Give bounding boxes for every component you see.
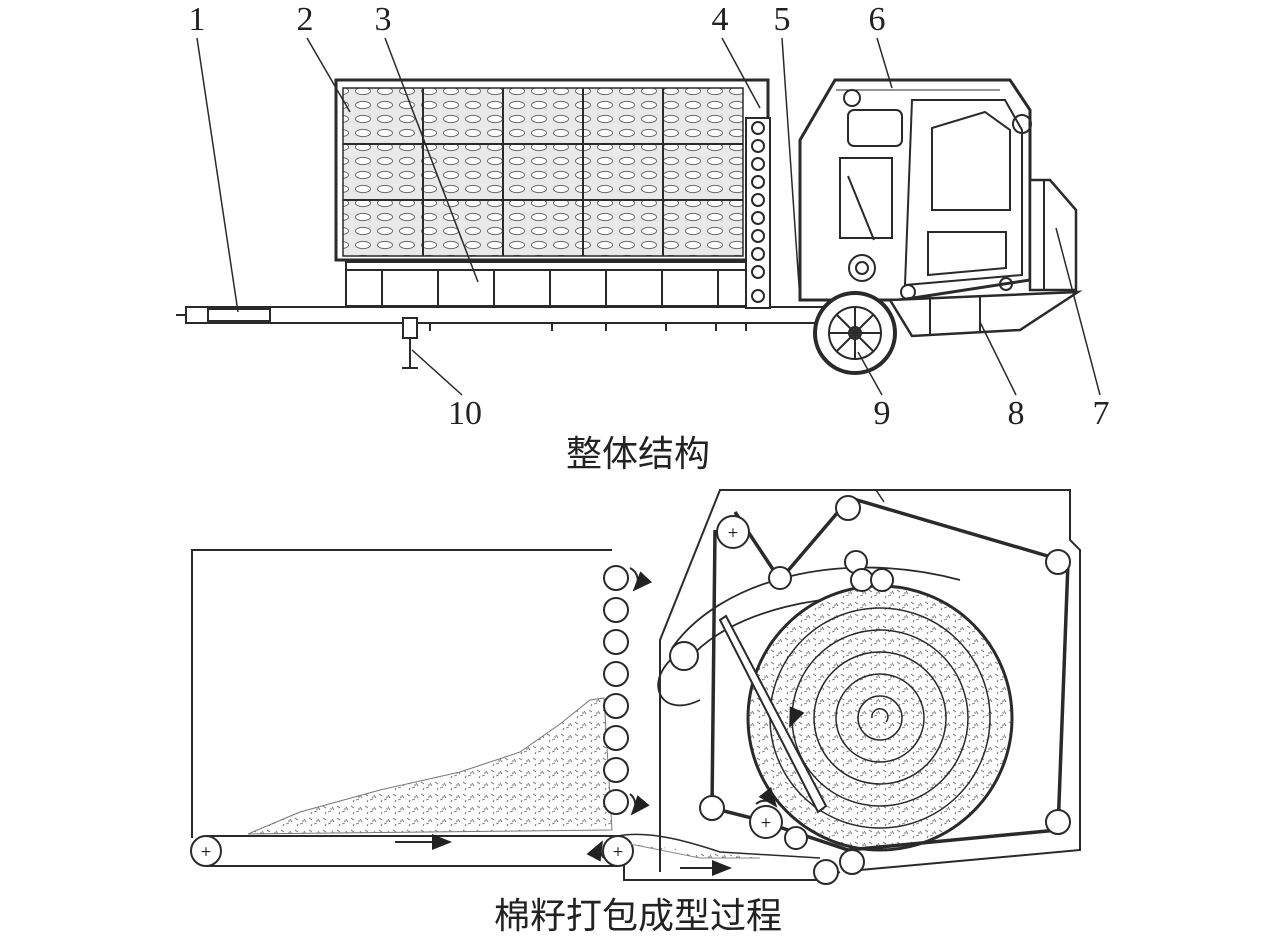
discharge-ramp [887, 290, 1083, 338]
baling-process-view: + + [190, 489, 1081, 885]
part-label-7: 7 [1093, 395, 1110, 432]
hopper-outline [191, 549, 612, 838]
round-bale [746, 584, 1014, 852]
part-label-9: 9 [874, 395, 891, 432]
support-leg [402, 317, 418, 369]
tension-arm [718, 614, 828, 814]
overall-structure-view [176, 37, 1101, 396]
conveyor-frame [345, 261, 767, 331]
part-label-4: 4 [712, 1, 729, 38]
tailgate [1028, 178, 1078, 292]
part-label-10: 10 [448, 395, 482, 432]
floor-conveyor: + + [190, 834, 634, 867]
baling-process-caption: 棉籽打包成型过程 [494, 896, 782, 937]
hopper-box [334, 78, 770, 262]
cotton-seed-pile [247, 697, 613, 835]
svg-text:+: + [727, 525, 739, 541]
part-label-1: 1 [189, 1, 206, 38]
feed-rollers [603, 565, 653, 816]
svg-text:+: + [200, 844, 212, 860]
drawbar [176, 306, 827, 324]
leader-lines [196, 37, 1101, 396]
svg-text:+: + [760, 815, 772, 831]
wheel [813, 291, 897, 375]
part-label-5: 5 [774, 1, 791, 38]
belt-rollers: + + [586, 495, 1071, 885]
part-label-2: 2 [297, 1, 314, 38]
baling-chamber [798, 78, 1032, 302]
svg-text:+: + [612, 844, 624, 860]
part-label-8: 8 [1008, 395, 1025, 432]
part-label-6: 6 [869, 1, 886, 38]
feed-roller-column [745, 117, 771, 309]
overall-structure-caption: 整体结构 [566, 434, 710, 475]
part-number-labels: 1 2 3 4 5 6 7 8 9 10 [189, 1, 1110, 432]
baler-housing [659, 489, 1081, 872]
part-label-3: 3 [375, 1, 392, 38]
